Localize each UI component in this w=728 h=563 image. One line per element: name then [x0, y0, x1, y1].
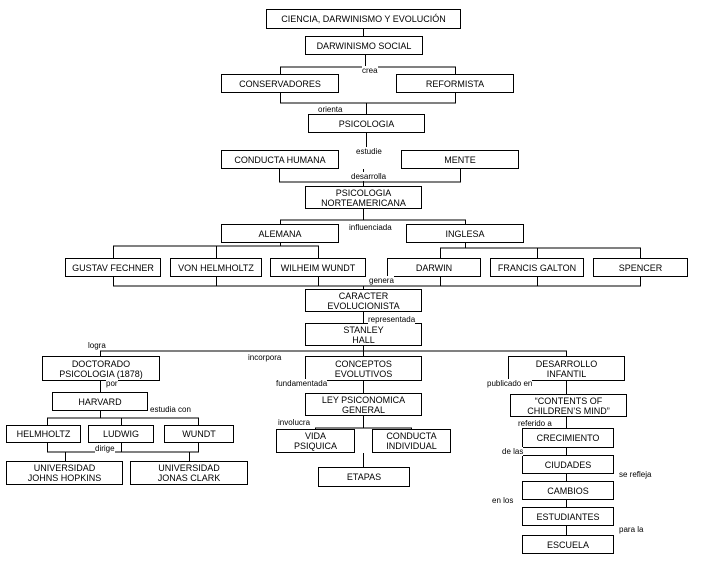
connector — [100, 346, 567, 356]
node-darwinismo-social: DARWINISMO SOCIAL — [305, 36, 423, 55]
node-stanley-hall: STANLEY HALL — [305, 323, 422, 346]
connector — [280, 93, 456, 114]
node-inglesa: INGLESA — [406, 224, 524, 243]
node-desarrollo-infantil: DESARROLLO INFANTIL — [508, 356, 625, 381]
link-label-por: por — [106, 379, 118, 388]
node-francis-galton: FRANCIS GALTON — [490, 258, 584, 277]
node-reformista: REFORMISTA — [396, 74, 514, 93]
node-psicologia-norteamericana: PSICOLOGIA NORTEAMERICANA — [305, 186, 422, 209]
link-label-desarrolla: desarrolla — [351, 172, 387, 181]
node-contents-of-childrens-mind: “CONTENTS OF CHILDREN’S MIND” — [510, 394, 627, 417]
link-label-representada: representada — [368, 315, 416, 324]
node-wundt: WUNDT — [164, 425, 234, 443]
link-label-logra: logra — [88, 341, 106, 350]
connector — [440, 243, 641, 258]
node-alemana: ALEMANA — [221, 224, 339, 243]
node-darwin: DARWIN — [387, 258, 481, 277]
link-label-involucra: involucra — [278, 418, 311, 427]
connector — [47, 411, 199, 425]
node-ciudades: CIUDADES — [522, 455, 614, 474]
link-label-dirige: dirige — [95, 444, 115, 453]
node-universidad-jonas-clark: UNIVERSIDAD JONAS CLARK — [130, 461, 248, 485]
link-label-fundamentada: fundamentada — [276, 379, 328, 388]
node-escuela: ESCUELA — [522, 535, 614, 554]
link-label-genera: genera — [369, 276, 394, 285]
link-label-estudia-con: estudia con — [150, 405, 191, 414]
node-estudiantes: ESTUDIANTES — [522, 507, 614, 526]
node-harvard: HARVARD — [52, 392, 148, 411]
link-label-referido-a: referido a — [518, 419, 552, 428]
node-spencer: SPENCER — [593, 258, 688, 277]
node-doctorado-psicologia: DOCTORADO PSICOLOGIA (1878) — [42, 356, 160, 381]
connector — [280, 209, 466, 224]
node-conducta-individual: CONDUCTA INDIVIDUAL — [372, 429, 451, 453]
node-ludwig: LUDWIG — [88, 425, 154, 443]
link-label-incorpora: incorpora — [248, 353, 282, 362]
node-etapas: ETAPAS — [318, 467, 410, 487]
node-conducta-humana: CONDUCTA HUMANA — [221, 150, 339, 169]
node-vida-psiquica: VIDA PSIQUICA — [276, 429, 355, 453]
node-gustav-fechner: GUSTAV FECHNER — [65, 258, 161, 277]
link-label-en-los: en los — [492, 496, 514, 505]
link-label-orienta: orienta — [318, 105, 343, 114]
link-label-crea: crea — [362, 66, 378, 75]
node-cambios: CAMBIOS — [522, 481, 614, 500]
connector — [113, 277, 641, 289]
connector — [113, 243, 319, 258]
node-conceptos-evolutivos: CONCEPTOS EVOLUTIVOS — [305, 356, 422, 381]
node-helmholtz: HELMHOLTZ — [6, 425, 81, 443]
link-label-influenciada: influenciada — [349, 223, 392, 232]
link-label-publicado-en: publicado en — [487, 379, 533, 388]
node-universidad-johns-hopkins: UNIVERSIDAD JOHNS HOPKINS — [6, 461, 123, 485]
connector — [47, 443, 199, 461]
connector — [315, 416, 412, 429]
link-label-se-refleja: se refleja — [619, 470, 652, 479]
node-mente: MENTE — [401, 150, 519, 169]
link-label-de-las: de las — [502, 447, 524, 456]
node-crecimiento: CRECIMIENTO — [522, 428, 614, 448]
node-psicologia: PSICOLOGIA — [308, 114, 425, 133]
link-label-estudie: estudie — [356, 147, 382, 156]
node-conservadores: CONSERVADORES — [221, 74, 339, 93]
node-von-helmholtz: VON HELMHOLTZ — [170, 258, 262, 277]
node-caracter-evolucionista: CARACTER EVOLUCIONISTA — [305, 289, 422, 312]
node-ciencia: CIENCIA, DARWINISMO Y EVOLUCIÓN — [266, 9, 461, 29]
node-wilheim-wundt: WILHEIM WUNDT — [270, 258, 366, 277]
link-label-para-la: para la — [619, 525, 644, 534]
node-ley-psiconomica-general: LEY PSICONOMICA GENERAL — [305, 393, 422, 416]
